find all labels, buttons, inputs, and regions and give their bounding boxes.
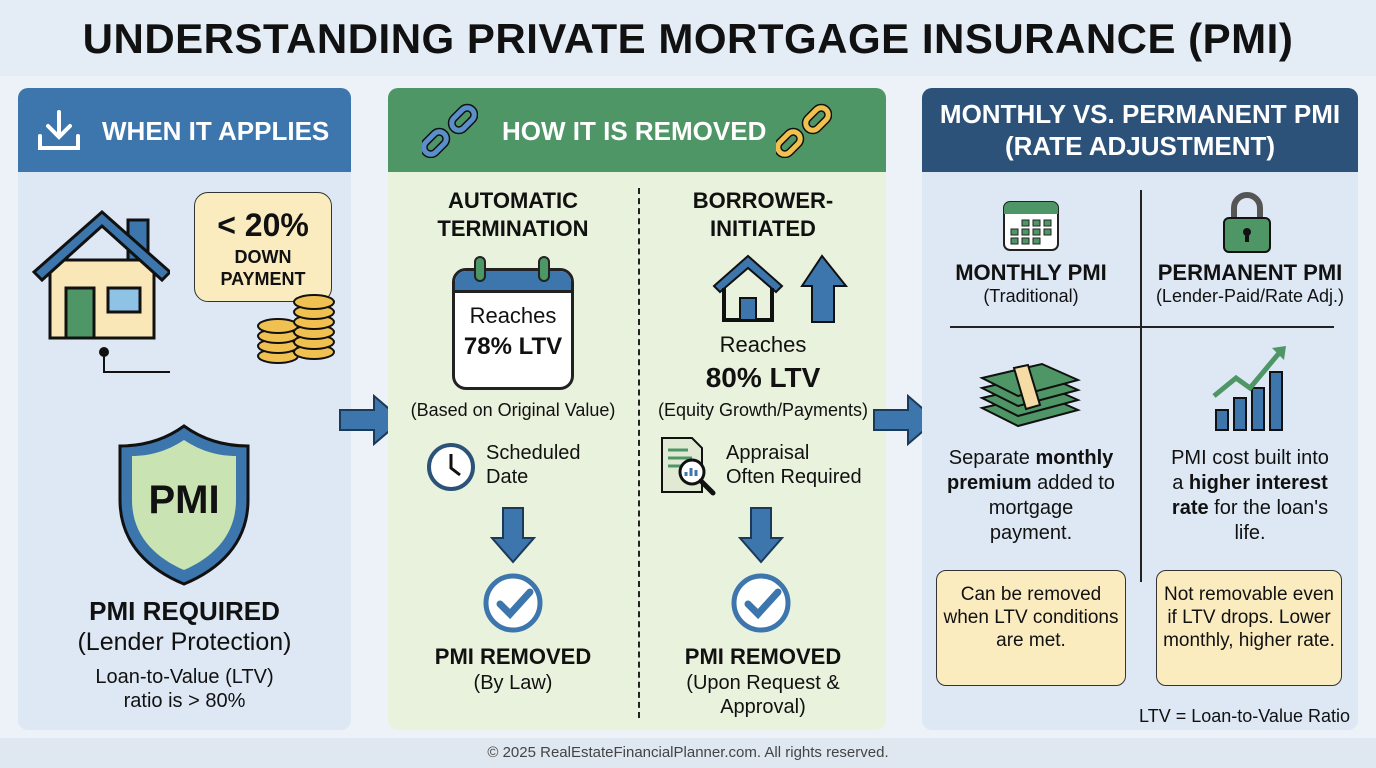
header-label: HOW IT IS REMOVED: [502, 116, 767, 146]
coins-icon: [257, 294, 335, 364]
desc-text: payment.: [989, 522, 1073, 544]
how-it-is-removed-panel: HOW IT IS REMOVED AUTOMATIC TERMINATION …: [388, 88, 886, 730]
permanent-description: PMI cost built into a higher interest ra…: [1142, 446, 1358, 546]
broken-link-icon: [776, 103, 832, 158]
scheduled-text: Date: [486, 466, 529, 488]
appraisal-text: Often Required: [726, 466, 862, 488]
desc-text: mortgage: [988, 497, 1074, 519]
appraisal-text: Appraisal: [726, 442, 810, 464]
ltv-text: ratio is > 80%: [123, 690, 246, 712]
column-divider: [638, 188, 640, 718]
automatic-title: TERMINATION: [437, 216, 589, 241]
arrow-down-icon: [738, 507, 784, 564]
check-circle-icon: [731, 573, 791, 633]
by-law-text: (By Law): [473, 672, 553, 694]
upon-request-text: Approval): [720, 696, 806, 718]
broken-link-icon: [422, 103, 478, 158]
footer-copyright: © 2025 RealEstateFinancialPlanner.com. A…: [0, 738, 1376, 768]
house-icon: [31, 209, 170, 373]
house-arrow-up-icon: [712, 254, 849, 323]
permanent-note: Not removable even if LTV drops. Lower m…: [1156, 570, 1342, 686]
lock-icon: [1223, 192, 1271, 253]
panel-header: HOW IT IS REMOVED: [388, 88, 886, 172]
basis-text: (Equity Growth/Payments): [657, 400, 869, 420]
ltv-80-text: 80% LTV: [705, 362, 821, 393]
borrower-title: BORROWER-: [692, 188, 834, 213]
calendar-icon: [1003, 201, 1059, 251]
column-divider: [1140, 190, 1142, 582]
desc-text: PMI cost built into: [1171, 447, 1329, 469]
monthly-pmi-subtitle: (Traditional): [983, 286, 1079, 306]
desc-bold: monthly: [1035, 447, 1114, 469]
desc-text: life.: [1234, 522, 1266, 544]
row-divider: [950, 326, 1334, 328]
basis-text: (Based on Original Value): [410, 400, 616, 420]
desc-text: a: [1172, 472, 1189, 494]
when-it-applies-panel: WHEN IT APPLIES < 20% DOWN PAYMENT PMI P…: [18, 88, 351, 730]
header-label: (RATE ADJUSTMENT): [1004, 131, 1276, 161]
desc-bold: premium: [947, 472, 1032, 494]
lender-protection-label: (Lender Protection): [77, 628, 292, 656]
check-circle-icon: [483, 573, 543, 633]
monthly-note: Can be removed when LTV conditions are m…: [936, 570, 1126, 686]
header-label: MONTHLY VS. PERMANENT PMI: [939, 99, 1341, 129]
desc-bold: higher interest: [1188, 472, 1328, 494]
ltv-text: Loan-to-Value (LTV): [95, 666, 274, 688]
ltv-legend: LTV = Loan-to-Value Ratio: [1139, 706, 1350, 726]
calendar-text: Reaches: [469, 303, 557, 328]
desc-text: Separate: [948, 447, 1036, 469]
shield-icon: [118, 424, 250, 586]
down-payment-bubble: < 20% DOWN PAYMENT: [194, 192, 332, 302]
reaches-text: Reaches: [719, 332, 807, 357]
desc-bold: rate: [1171, 497, 1209, 519]
pmi-required-label: PMI REQUIRED: [89, 596, 280, 626]
permanent-pmi-title: PERMANENT PMI: [1157, 260, 1343, 285]
download-icon: [38, 110, 80, 150]
cash-stack-icon: [979, 362, 1081, 428]
calendar-ltv: 78% LTV: [463, 333, 563, 360]
permanent-pmi-subtitle: (Lender-Paid/Rate Adj.): [1155, 286, 1345, 306]
monthly-pmi-title: MONTHLY PMI: [955, 260, 1107, 285]
header-label: WHEN IT APPLIES: [102, 116, 330, 146]
page-title: UNDERSTANDING PRIVATE MORTGAGE INSURANCE…: [0, 0, 1376, 76]
bubble-percent: < 20%: [217, 207, 309, 243]
appraisal-search-icon: [661, 437, 716, 496]
pmi-removed-label: PMI REMOVED: [684, 644, 842, 669]
calendar-icon: Reaches 78% LTV: [452, 268, 574, 390]
upon-request-text: (Upon Request &: [686, 672, 840, 694]
shield-label: PMI: [148, 478, 220, 522]
borrower-title: INITIATED: [710, 216, 816, 241]
monthly-description: Separate monthly premium added to mortga…: [922, 446, 1140, 546]
panel-header: MONTHLY VS. PERMANENT PMI (RATE ADJUSTME…: [922, 88, 1358, 172]
clock-icon: [427, 443, 475, 491]
panel-header: WHEN IT APPLIES: [18, 88, 351, 172]
arrow-down-icon: [490, 507, 536, 564]
scheduled-text: Scheduled: [486, 442, 581, 464]
desc-text: for the loan's: [1208, 497, 1329, 519]
bubble-label: DOWN PAYMENT: [220, 247, 306, 289]
automatic-title: AUTOMATIC: [448, 188, 578, 213]
monthly-vs-permanent-panel: MONTHLY VS. PERMANENT PMI (RATE ADJUSTME…: [922, 88, 1358, 730]
pmi-removed-label: PMI REMOVED: [434, 644, 592, 669]
desc-text: added to: [1031, 472, 1115, 494]
rising-chart-icon: [1212, 346, 1286, 431]
